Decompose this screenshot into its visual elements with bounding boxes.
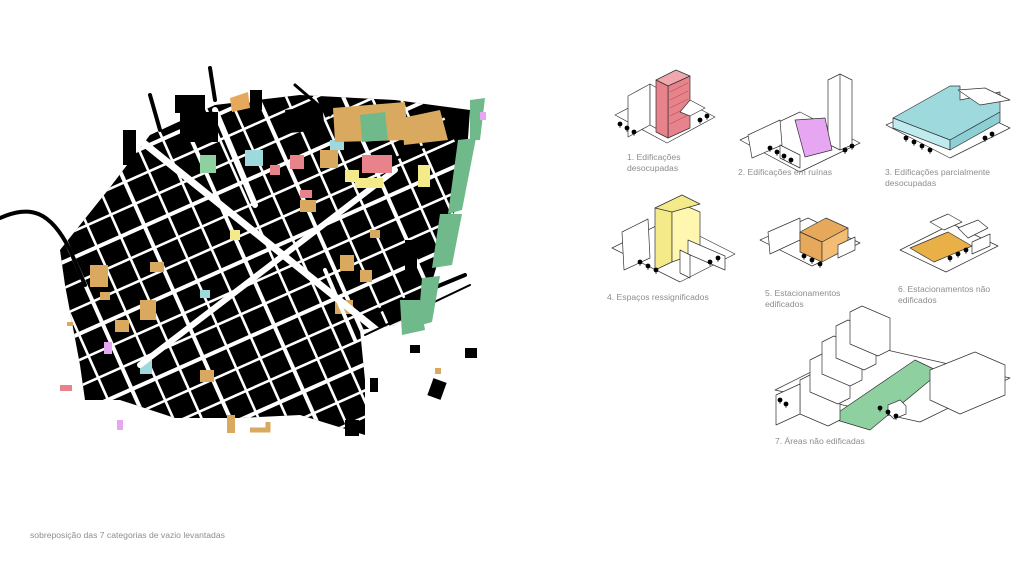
outlying-blocks <box>123 90 477 436</box>
avenues <box>136 107 399 368</box>
railway-green <box>400 98 485 335</box>
street <box>60 205 470 403</box>
trees <box>617 113 995 420</box>
axo-3 <box>885 85 1011 159</box>
street <box>320 95 470 388</box>
axo-4 <box>611 194 736 283</box>
axonometric-diagrams <box>611 69 1011 431</box>
axo-2 <box>739 73 861 173</box>
axo-6 <box>899 213 999 273</box>
perimeter-lots <box>230 92 448 188</box>
street <box>60 226 470 426</box>
label-category-7: 7. Áreas não edificadas <box>775 436 865 446</box>
axo-7 <box>774 305 1011 431</box>
street <box>60 160 466 360</box>
figure-caption: sobreposição das 7 categorias de vazio l… <box>30 530 225 540</box>
street <box>344 95 470 377</box>
axo-5 <box>759 217 861 267</box>
axo-1 <box>614 69 716 144</box>
city-map <box>0 66 486 436</box>
scattered-lots <box>60 112 486 433</box>
label-category-4: 4. Espaços ressignificados <box>607 292 709 302</box>
label-category-2: 2. Edificações em ruínas <box>738 167 833 177</box>
